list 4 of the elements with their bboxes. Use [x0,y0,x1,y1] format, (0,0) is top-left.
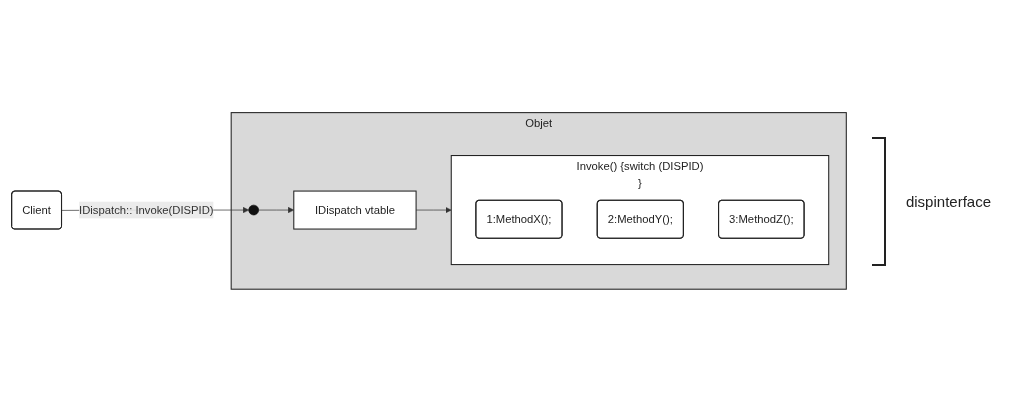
node-circle [248,204,259,216]
bracket-label: dispinterface [871,136,991,266]
node-box: IDispatch vtable [293,190,417,230]
edge-label: IDispatch:: Invoke(DISPID) [79,203,214,216]
